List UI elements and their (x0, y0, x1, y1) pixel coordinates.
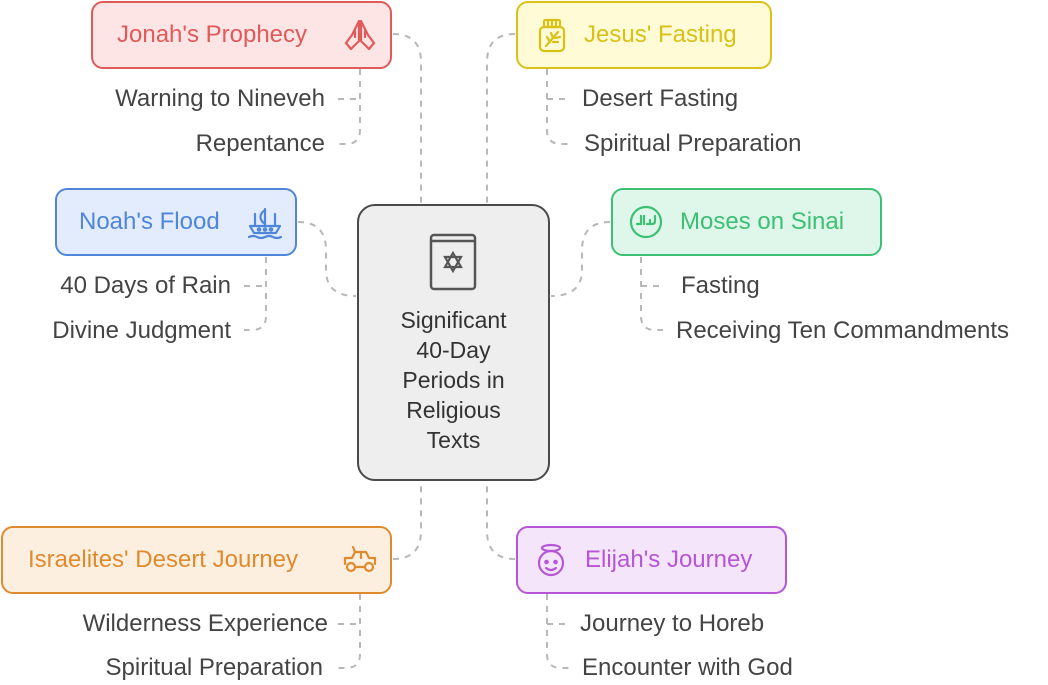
center-node: Significant 40-Day Periods in Religious … (357, 204, 550, 481)
node-noahs-flood: Noah's Flood (55, 188, 297, 256)
connector-jesus (486, 33, 516, 204)
node-title: Israelites' Desert Journey (28, 546, 299, 573)
connector-moses (550, 221, 611, 297)
connector-israelites (392, 481, 422, 560)
halal-badge-icon (628, 204, 664, 240)
node-elijahs-journey: Elijah's Journey (516, 526, 787, 594)
node-title: Noah's Flood (79, 208, 220, 235)
connector-moses-items (640, 257, 663, 331)
angel-face-icon (533, 542, 569, 578)
off-road-vehicle-icon (342, 542, 378, 578)
connector-elijah (486, 481, 516, 560)
connector-jonah (392, 33, 422, 204)
connector-elijah-items (546, 594, 569, 669)
connector-israelites-items (338, 594, 361, 669)
item-40-days-of-rain: 40 Days of Rain (60, 272, 231, 299)
connector-jesus-items (546, 69, 569, 145)
connector-noah-items (244, 257, 267, 331)
node-israelites-desert-journey: Israelites' Desert Journey (1, 526, 392, 594)
node-jesus-fasting: Jesus' Fasting (516, 1, 772, 69)
praying-hands-icon (342, 17, 378, 53)
item-spiritual-preparation: Spiritual Preparation (584, 130, 802, 157)
node-title: Jesus' Fasting (584, 21, 737, 48)
item-receiving-ten-commandments: Receiving Ten Commandments (676, 317, 1010, 344)
item-encounter-with-god: Encounter with God (582, 654, 793, 681)
herb-jar-icon (534, 17, 570, 53)
item-journey-to-horeb: Journey to Horeb (580, 610, 765, 637)
node-title: Moses on Sinai (680, 208, 845, 235)
item-desert-fasting: Desert Fasting (582, 85, 739, 112)
node-jonahs-prophecy: Jonah's Prophecy (91, 1, 392, 69)
node-title: Jonah's Prophecy (117, 21, 308, 48)
connector-jonah-items (338, 69, 361, 145)
item-spiritual-preparation: Spiritual Preparation (105, 654, 323, 681)
node-title: Elijah's Journey (585, 546, 753, 573)
center-title: Significant 40-Day Periods in Religious … (400, 307, 507, 453)
node-moses-on-sinai: Moses on Sinai (611, 188, 882, 256)
item-repentance: Repentance (195, 130, 325, 157)
connector-noah (297, 221, 357, 297)
ship-icon (247, 204, 283, 240)
book-star-of-david-icon (429, 233, 481, 293)
item-fasting: Fasting (681, 272, 760, 299)
item-wilderness-experience: Wilderness Experience (82, 610, 328, 637)
item-divine-judgment: Divine Judgment (52, 317, 231, 344)
item-warning-to-nineveh: Warning to Nineveh (115, 85, 325, 112)
